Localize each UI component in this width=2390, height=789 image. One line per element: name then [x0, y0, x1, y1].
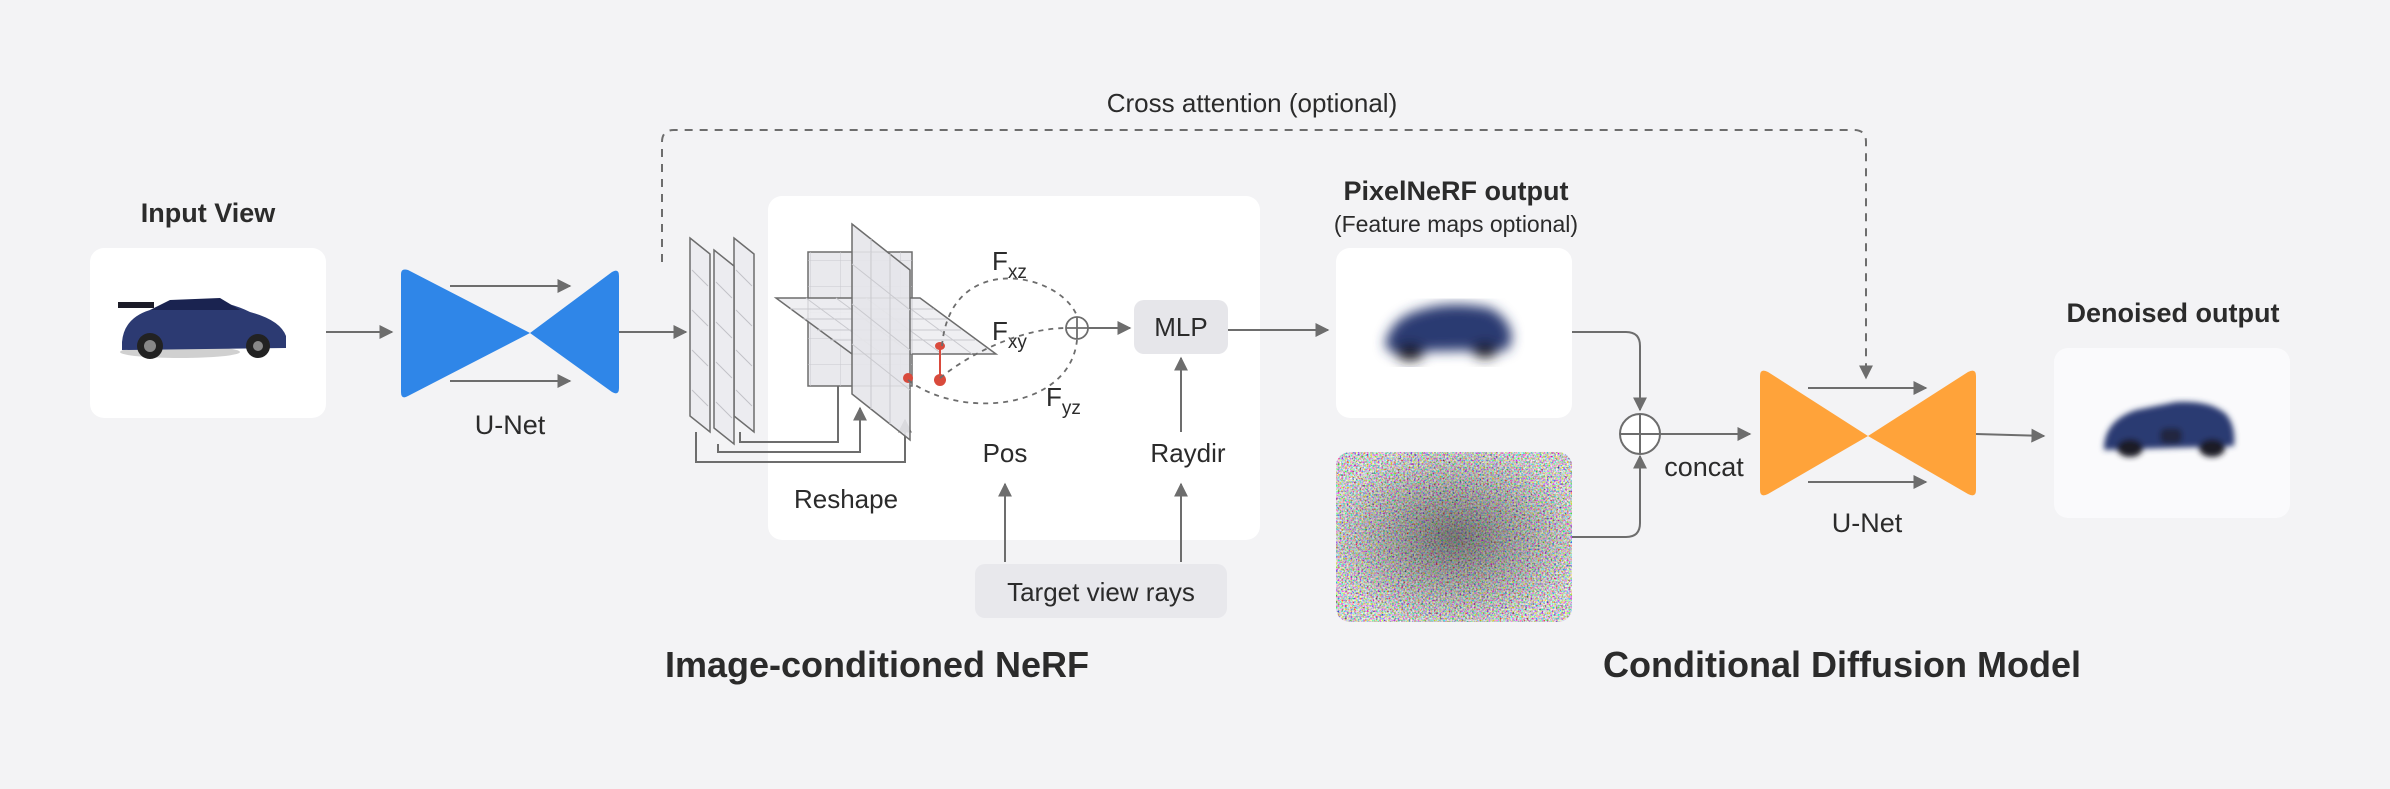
unet-left-shape	[401, 269, 619, 398]
denoised-output-label: Denoised output	[2067, 298, 2280, 328]
reshape-label: Reshape	[794, 484, 898, 514]
feature-maps-optional-label: (Feature maps optional)	[1334, 211, 1578, 237]
fxy-label: Fxy	[992, 316, 1027, 353]
target-view-rays-label: Target view rays	[1007, 577, 1195, 607]
input-view-panel	[90, 248, 326, 418]
feature-curve-xz	[941, 277, 1078, 347]
input-view-label: Input View	[141, 198, 277, 228]
concat-icon	[1619, 413, 1661, 455]
unet-right-shape	[1760, 370, 1976, 496]
denoised-output-panel	[2054, 348, 2290, 518]
target-view-rays-box	[975, 564, 1227, 618]
unet-left-label: U-Net	[475, 410, 546, 440]
raydir-label: Raydir	[1150, 438, 1225, 468]
arrow-noise-to-concat	[1572, 454, 1647, 538]
input-car-image	[118, 298, 286, 359]
cross-attention-path	[661, 129, 1873, 380]
reshape-connector-1	[695, 418, 912, 463]
feature-map-stack	[689, 236, 755, 446]
mlp-box	[1134, 300, 1228, 354]
fxz-label: Fxz	[992, 246, 1027, 283]
image-conditioned-nerf-title: Image-conditioned NeRF	[665, 644, 1089, 685]
triplane	[773, 222, 999, 442]
concat-label: concat	[1664, 452, 1744, 482]
denoised-car-image	[2104, 401, 2235, 457]
reshape-connector-3	[739, 360, 845, 443]
fyz-label: Fyz	[1046, 382, 1081, 419]
pixelnerf-output-panel	[1336, 248, 1572, 418]
arrow-pixelnerf-to-concat	[1572, 331, 1647, 412]
blurred-car-image	[1385, 304, 1512, 361]
cross-attention-label: Cross attention (optional)	[1107, 88, 1397, 118]
pos-label: Pos	[983, 438, 1028, 468]
reshape-connector-2	[717, 406, 867, 453]
conditional-diffusion-model-title: Conditional Diffusion Model	[1603, 644, 2081, 685]
arrow-unet-to-denoised	[1975, 428, 2046, 443]
mlp-label: MLP	[1154, 312, 1207, 342]
sum-icon	[1065, 316, 1089, 340]
pixelnerf-output-label: PixelNeRF output	[1343, 176, 1568, 206]
noise-image	[1336, 452, 1572, 622]
unet-right-label: U-Net	[1832, 508, 1903, 538]
feature-curve-xy	[939, 327, 1068, 379]
